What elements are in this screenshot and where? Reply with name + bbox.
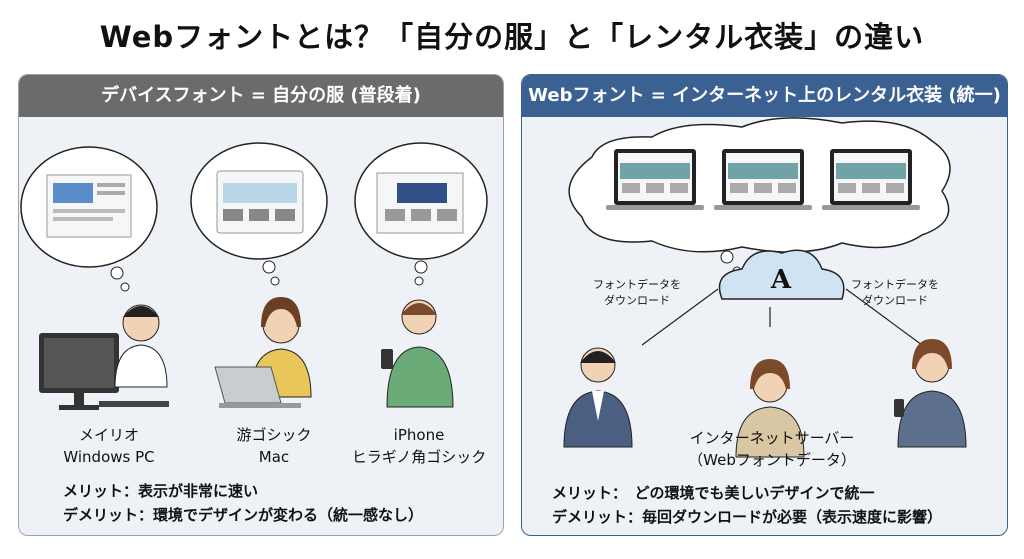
- web-font-merit: メリット： どの環境でも美しいデザインで統一: [552, 484, 875, 502]
- mac-label: 游ゴシック Mac: [214, 424, 334, 468]
- person-with-windows-pc: [39, 304, 169, 410]
- device-font-merit: メリット：表示が非常に速い: [63, 482, 259, 500]
- person-with-mac: [214, 297, 312, 408]
- iphone-label: iPhone ヒラギノ角ゴシック: [344, 424, 494, 468]
- laptop-3: [822, 149, 920, 210]
- device-font-illustration: [20, 142, 488, 410]
- person-right-woman: [894, 339, 967, 448]
- person-with-iphone: [381, 299, 454, 408]
- thought-cloud-laptops: [568, 117, 951, 276]
- download-label-right: フォントデータをダウンロード: [840, 277, 950, 309]
- device-name: iPhone: [393, 426, 445, 444]
- download-arrows: [641, 288, 923, 346]
- device-font-header: デバイスフォント = 自分の服 (普段着): [19, 75, 503, 117]
- laptop-1: [606, 149, 704, 210]
- font-server-cloud: [718, 249, 845, 300]
- download-label-line: フォントデータを: [851, 278, 939, 291]
- web-font-header: Webフォント = インターネット上のレンタル衣装 (統一): [522, 75, 1007, 117]
- thought-bubble-iphone: [354, 142, 488, 286]
- device-font-panel: デバイスフォント = 自分の服 (普段着): [18, 74, 504, 536]
- font-letter-a: A: [770, 265, 792, 295]
- page-title: Webフォントとは？「自分の服」と「レンタル衣装」の違い: [99, 20, 925, 54]
- os-name: Mac: [258, 448, 290, 466]
- person-left-businessman: [563, 347, 633, 448]
- download-label-left: フォントデータをダウンロード: [582, 277, 692, 309]
- font-name: 游ゴシック: [236, 426, 312, 444]
- web-font-illustration: [563, 117, 967, 458]
- device-font-demerit: デメリット：環境でデザインが変わる（統一感なし）: [63, 506, 424, 524]
- server-name: インターネットサーバー: [689, 429, 855, 447]
- thought-bubble-mac: [190, 142, 328, 286]
- web-font-panel: Webフォント = インターネット上のレンタル衣装 (統一) A フォントデー: [521, 74, 1008, 536]
- web-font-demerit: デメリット：毎回ダウンロードが必要（表示速度に影響）: [552, 508, 943, 526]
- download-label-line: ダウンロード: [862, 294, 928, 307]
- windows-label: メイリオ Windows PC: [49, 424, 169, 468]
- font-name: メイリオ: [78, 426, 139, 444]
- laptop-2: [714, 149, 812, 210]
- download-label-line: フォントデータを: [593, 278, 681, 291]
- os-name: Windows PC: [63, 448, 155, 466]
- font-name: ヒラギノ角ゴシック: [351, 448, 487, 466]
- server-label: インターネットサーバー （Webフォントデータ）: [652, 427, 892, 471]
- person-center-server: [735, 359, 805, 458]
- download-label-line: ダウンロード: [604, 294, 670, 307]
- server-sub: （Webフォントデータ）: [688, 451, 856, 469]
- thought-bubble-windows: [20, 146, 158, 292]
